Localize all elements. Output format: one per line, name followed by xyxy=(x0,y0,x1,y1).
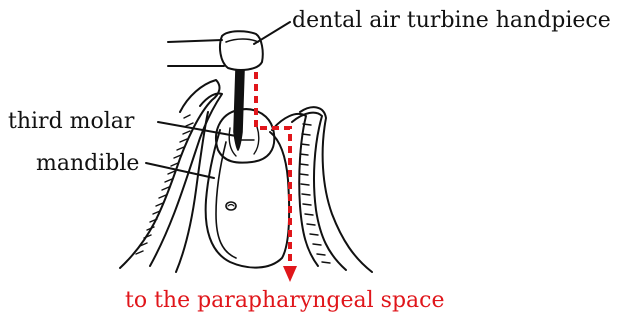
leader-handpiece xyxy=(254,22,290,44)
handpiece-head xyxy=(220,31,263,70)
right-outer-contour xyxy=(300,107,372,272)
handpiece-body xyxy=(168,40,224,66)
mandible-label: mandible xyxy=(36,151,139,177)
third-molar-label: third molar xyxy=(8,109,134,135)
third-molar-crown xyxy=(216,109,274,163)
parapharyngeal-space-label: to the parapharyngeal space xyxy=(125,288,445,314)
emphysema-arrowhead xyxy=(283,266,297,282)
left-inner-contour xyxy=(176,112,208,272)
bur xyxy=(234,70,244,150)
right-inner-contour xyxy=(272,114,318,266)
anatomy-drawing xyxy=(120,31,372,272)
leader-mandible xyxy=(146,163,214,178)
emphysema-path xyxy=(256,72,290,264)
leader-third-molar xyxy=(158,122,236,136)
handpiece-label: dental air turbine handpiece xyxy=(292,8,611,34)
emphysema-dashed-route xyxy=(256,72,290,264)
handpiece-head-detail xyxy=(226,39,258,42)
canal-foramen-mark xyxy=(228,205,234,207)
